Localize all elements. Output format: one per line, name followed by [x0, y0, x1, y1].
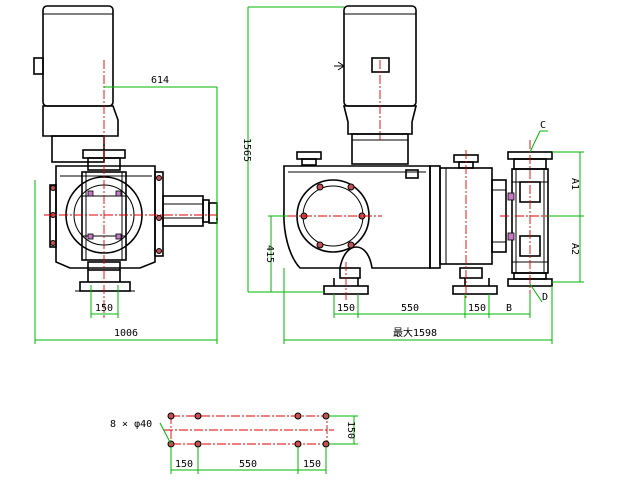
dim-max-1598: 最大1598: [393, 326, 437, 339]
base-dim-150-1: 150: [175, 459, 193, 470]
side-coupling-housing: [51, 135, 105, 163]
dim-a1: A1: [569, 178, 580, 190]
base-dim-150-2: 150: [303, 459, 321, 470]
front-valve-marker-bottom: [507, 232, 515, 241]
front-view: 1565 415 150 550 150 B 最大1598 A1 A2 C D: [241, 5, 584, 344]
dim-614: 614: [151, 75, 169, 86]
dim-1565: 1565: [241, 138, 252, 162]
dim-150-a: 150: [337, 303, 355, 314]
side-bottom-flange: [79, 281, 131, 292]
dim-550: 550: [401, 303, 419, 314]
side-motor-flange: [42, 105, 119, 137]
dim-c: C: [540, 120, 546, 131]
base-dim-550: 550: [239, 459, 257, 470]
base-hole-spec: 8 × φ40: [110, 419, 152, 430]
base-dim-150-v: 150: [345, 421, 356, 439]
base-plan: 8 × φ40 150 550 150 150: [110, 412, 358, 474]
front-terminal-box: [371, 57, 390, 73]
dim-150-b: 150: [468, 303, 486, 314]
side-motor: [42, 5, 114, 107]
dim-d: D: [542, 292, 548, 303]
front-foot-right: [452, 285, 498, 295]
side-adjust-knob: [208, 202, 218, 224]
side-stroke-adjuster: [162, 195, 204, 227]
dim-150-side: 150: [95, 303, 113, 314]
front-valve-marker-top: [507, 192, 515, 201]
side-body: [55, 165, 156, 269]
dim-b: B: [506, 303, 512, 314]
front-motor-flange: [342, 105, 418, 135]
side-view: 614 150 1006: [33, 5, 218, 344]
dim-a2: A2: [569, 243, 580, 255]
side-terminal-box: [33, 57, 44, 75]
dim-1006: 1006: [114, 328, 138, 339]
front-coupling-housing: [351, 133, 409, 165]
dim-415: 415: [264, 245, 275, 263]
